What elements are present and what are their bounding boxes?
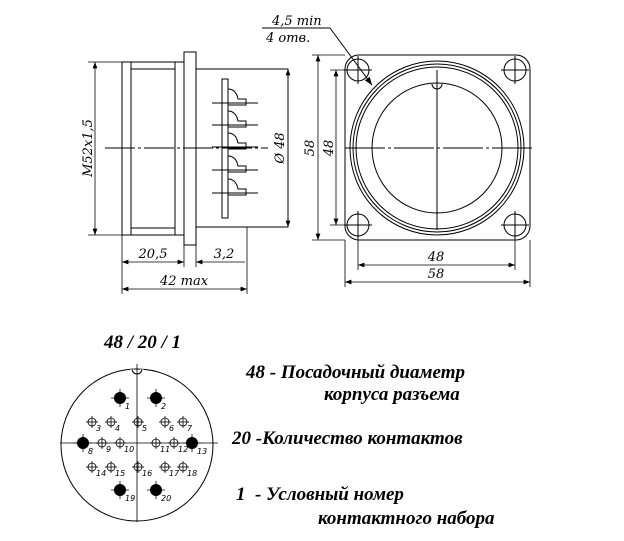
contact-pin-17: 17 bbox=[159, 461, 180, 478]
front-view bbox=[262, 27, 535, 241]
pin-number: 4 bbox=[115, 424, 120, 433]
thread-label: M52x1,5 bbox=[81, 119, 96, 178]
pin-number: 5 bbox=[142, 424, 147, 433]
side-view bbox=[105, 51, 289, 246]
contact-tail bbox=[212, 88, 258, 106]
legend-sep-1: - bbox=[269, 362, 277, 383]
contact-pin-13: 13 bbox=[183, 434, 207, 456]
contact-pin-16: 16 bbox=[132, 461, 152, 478]
legend-text-1: Посадочный диаметр bbox=[280, 362, 465, 383]
outer-height-label: 58 bbox=[303, 140, 318, 157]
contact-tail bbox=[212, 178, 258, 196]
contact-pin-2: 2 bbox=[147, 389, 166, 411]
dimension-lines bbox=[88, 54, 531, 294]
pin-number: 11 bbox=[160, 445, 170, 454]
pin-number: 19 bbox=[125, 494, 135, 503]
body-diameter-label: Ø 48 bbox=[273, 132, 288, 164]
contact-pin-11: 11 bbox=[150, 437, 170, 454]
contact-pin-19: 19 bbox=[111, 481, 135, 503]
pin-number: 14 bbox=[96, 469, 106, 478]
hole-size-label: 4,5 min bbox=[271, 14, 322, 29]
legend-sep-3: - bbox=[255, 484, 262, 505]
contact-pin-10: 10 bbox=[114, 437, 134, 454]
pin-number: 9 bbox=[106, 445, 111, 454]
contact-pin-9: 9 bbox=[96, 437, 111, 454]
pin-number: 10 bbox=[124, 445, 134, 454]
legend-sep-2: - bbox=[255, 428, 263, 449]
contact-tail bbox=[212, 132, 258, 150]
contact-pin-18: 18 bbox=[177, 461, 197, 478]
contact-pin-20: 20 bbox=[147, 481, 171, 503]
contact-pin-7: 7 bbox=[177, 416, 193, 433]
connector-code: 48 / 20 / 1 bbox=[104, 332, 182, 353]
legend-text-2: Количество контактов bbox=[262, 428, 463, 449]
legend-text-3: Условный номер bbox=[266, 484, 404, 505]
outer-width-label: 58 bbox=[428, 267, 445, 282]
total-length-label: 42 max bbox=[159, 274, 209, 289]
pin-number: 1 bbox=[125, 402, 130, 411]
pin-number: 6 bbox=[169, 424, 174, 433]
pin-number: 2 bbox=[161, 402, 166, 411]
legend-key-3: 1 bbox=[236, 484, 246, 505]
hole-width-label: 48 bbox=[427, 250, 445, 265]
legend-key-1: 48 bbox=[246, 362, 265, 383]
contact-pin-3: 3 bbox=[86, 416, 101, 433]
legend-text-1b: корпуса разъема bbox=[324, 384, 460, 405]
contact-tail bbox=[212, 155, 258, 173]
legend-text-3b: контактного набора bbox=[318, 508, 495, 529]
contact-pin-14: 14 bbox=[86, 461, 106, 478]
contact-pin-6: 6 bbox=[159, 416, 174, 433]
contact-pin-15: 15 bbox=[105, 461, 125, 478]
contact-tail bbox=[212, 110, 258, 128]
contact-pin-4: 4 bbox=[105, 416, 120, 433]
pin-number: 20 bbox=[161, 494, 171, 503]
pin-number: 15 bbox=[115, 469, 125, 478]
contact-pin-12: 12 bbox=[168, 437, 188, 454]
pin-number: 13 bbox=[197, 447, 207, 456]
hole-count-label: 4 отв. bbox=[265, 31, 310, 46]
front-length-label: 20,5 bbox=[138, 247, 168, 262]
legend-key-2: 20 bbox=[232, 428, 251, 449]
contact-pin-8: 8 bbox=[74, 434, 93, 456]
pin-number: 8 bbox=[88, 447, 93, 456]
contact-pin-5: 5 bbox=[132, 416, 147, 433]
flange-label: 3,2 bbox=[214, 247, 235, 262]
pin-number: 3 bbox=[96, 424, 101, 433]
pin-number: 17 bbox=[169, 469, 180, 478]
mounting-hole-icon bbox=[501, 56, 529, 84]
hole-height-label: 48 bbox=[322, 140, 337, 158]
pin-number: 12 bbox=[178, 445, 188, 454]
pin-number: 16 bbox=[142, 469, 152, 478]
pin-number: 7 bbox=[187, 424, 193, 433]
pin-number: 18 bbox=[187, 469, 197, 478]
contact-pin-1: 1 bbox=[111, 389, 130, 411]
